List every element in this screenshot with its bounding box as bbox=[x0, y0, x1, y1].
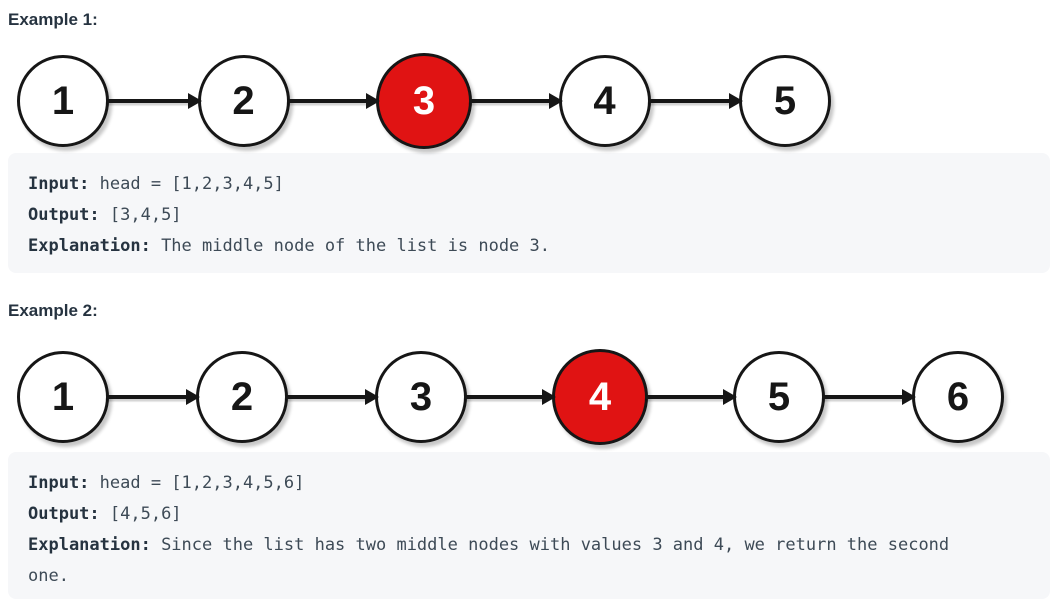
list-node-highlighted: 3 bbox=[376, 53, 472, 149]
code-line: Output: [4,5,6] bbox=[28, 499, 1030, 530]
arrow-shaft bbox=[645, 395, 725, 399]
example-1-code-block: Input: head = [1,2,3,4,5]Output: [3,4,5]… bbox=[8, 153, 1050, 273]
arrow-head-icon bbox=[186, 388, 200, 405]
arrow-icon bbox=[647, 92, 743, 109]
list-node: 5 bbox=[733, 351, 825, 443]
arrow-shaft bbox=[285, 395, 367, 399]
arrow-shaft bbox=[647, 99, 731, 103]
arrow-icon bbox=[464, 388, 556, 405]
list-node: 1 bbox=[17, 351, 109, 443]
arrow-shaft bbox=[464, 395, 544, 399]
arrow-icon bbox=[469, 92, 563, 109]
code-line: one. bbox=[28, 561, 1030, 592]
code-line: Input: head = [1,2,3,4,5,6] bbox=[28, 468, 1030, 499]
code-line-text: head = [1,2,3,4,5] bbox=[89, 174, 284, 194]
arrow-head-icon bbox=[187, 92, 202, 109]
arrow-head-icon bbox=[542, 388, 556, 405]
arrow-head-icon bbox=[723, 388, 737, 405]
list-node-highlighted: 4 bbox=[552, 349, 648, 445]
list-node: 6 bbox=[912, 351, 1004, 443]
code-line-text: one. bbox=[28, 566, 69, 586]
arrow-head-icon bbox=[548, 92, 563, 109]
code-line-label: Explanation: bbox=[28, 535, 151, 555]
code-line: Explanation: The middle node of the list… bbox=[28, 231, 1030, 262]
list-node: 3 bbox=[375, 351, 467, 443]
code-line-text: head = [1,2,3,4,5,6] bbox=[89, 473, 305, 493]
arrow-icon bbox=[285, 388, 379, 405]
list-node: 1 bbox=[17, 55, 109, 147]
arrow-icon bbox=[645, 388, 737, 405]
code-line-label: Input: bbox=[28, 174, 90, 194]
arrow-shaft bbox=[822, 395, 904, 399]
list-node: 5 bbox=[739, 55, 831, 147]
example-2-heading: Example 2: bbox=[8, 301, 98, 320]
code-line: Input: head = [1,2,3,4,5] bbox=[28, 169, 1030, 200]
arrow-shaft bbox=[106, 99, 190, 103]
code-line-text: [3,4,5] bbox=[99, 205, 182, 225]
code-line: Output: [3,4,5] bbox=[28, 200, 1030, 231]
arrow-shaft bbox=[106, 395, 188, 399]
code-line-text: [4,5,6] bbox=[99, 504, 182, 524]
arrow-icon bbox=[106, 388, 200, 405]
code-line-label: Output: bbox=[28, 205, 100, 225]
example-1-heading: Example 1: bbox=[8, 10, 98, 29]
code-line-label: Input: bbox=[28, 473, 90, 493]
code-line-label: Output: bbox=[28, 504, 100, 524]
code-line: Explanation: Since the list has two midd… bbox=[28, 530, 1030, 561]
arrow-head-icon bbox=[366, 92, 380, 109]
list-node: 2 bbox=[197, 55, 290, 147]
code-line-text: Since the list has two middle nodes with… bbox=[150, 535, 950, 555]
code-line-text: The middle node of the list is node 3. bbox=[150, 236, 550, 256]
arrow-head-icon bbox=[729, 92, 743, 109]
arrow-icon bbox=[106, 92, 202, 109]
arrow-icon bbox=[822, 388, 916, 405]
arrow-head-icon bbox=[365, 388, 379, 405]
example-2-code-block: Input: head = [1,2,3,4,5,6]Output: [4,5,… bbox=[8, 452, 1050, 599]
arrow-head-icon bbox=[902, 388, 916, 405]
arrow-shaft bbox=[286, 99, 368, 103]
arrow-icon bbox=[286, 92, 380, 109]
arrow-shaft bbox=[469, 99, 551, 103]
code-line-label: Explanation: bbox=[28, 236, 151, 256]
list-node: 2 bbox=[196, 351, 288, 443]
list-node: 4 bbox=[558, 55, 651, 147]
